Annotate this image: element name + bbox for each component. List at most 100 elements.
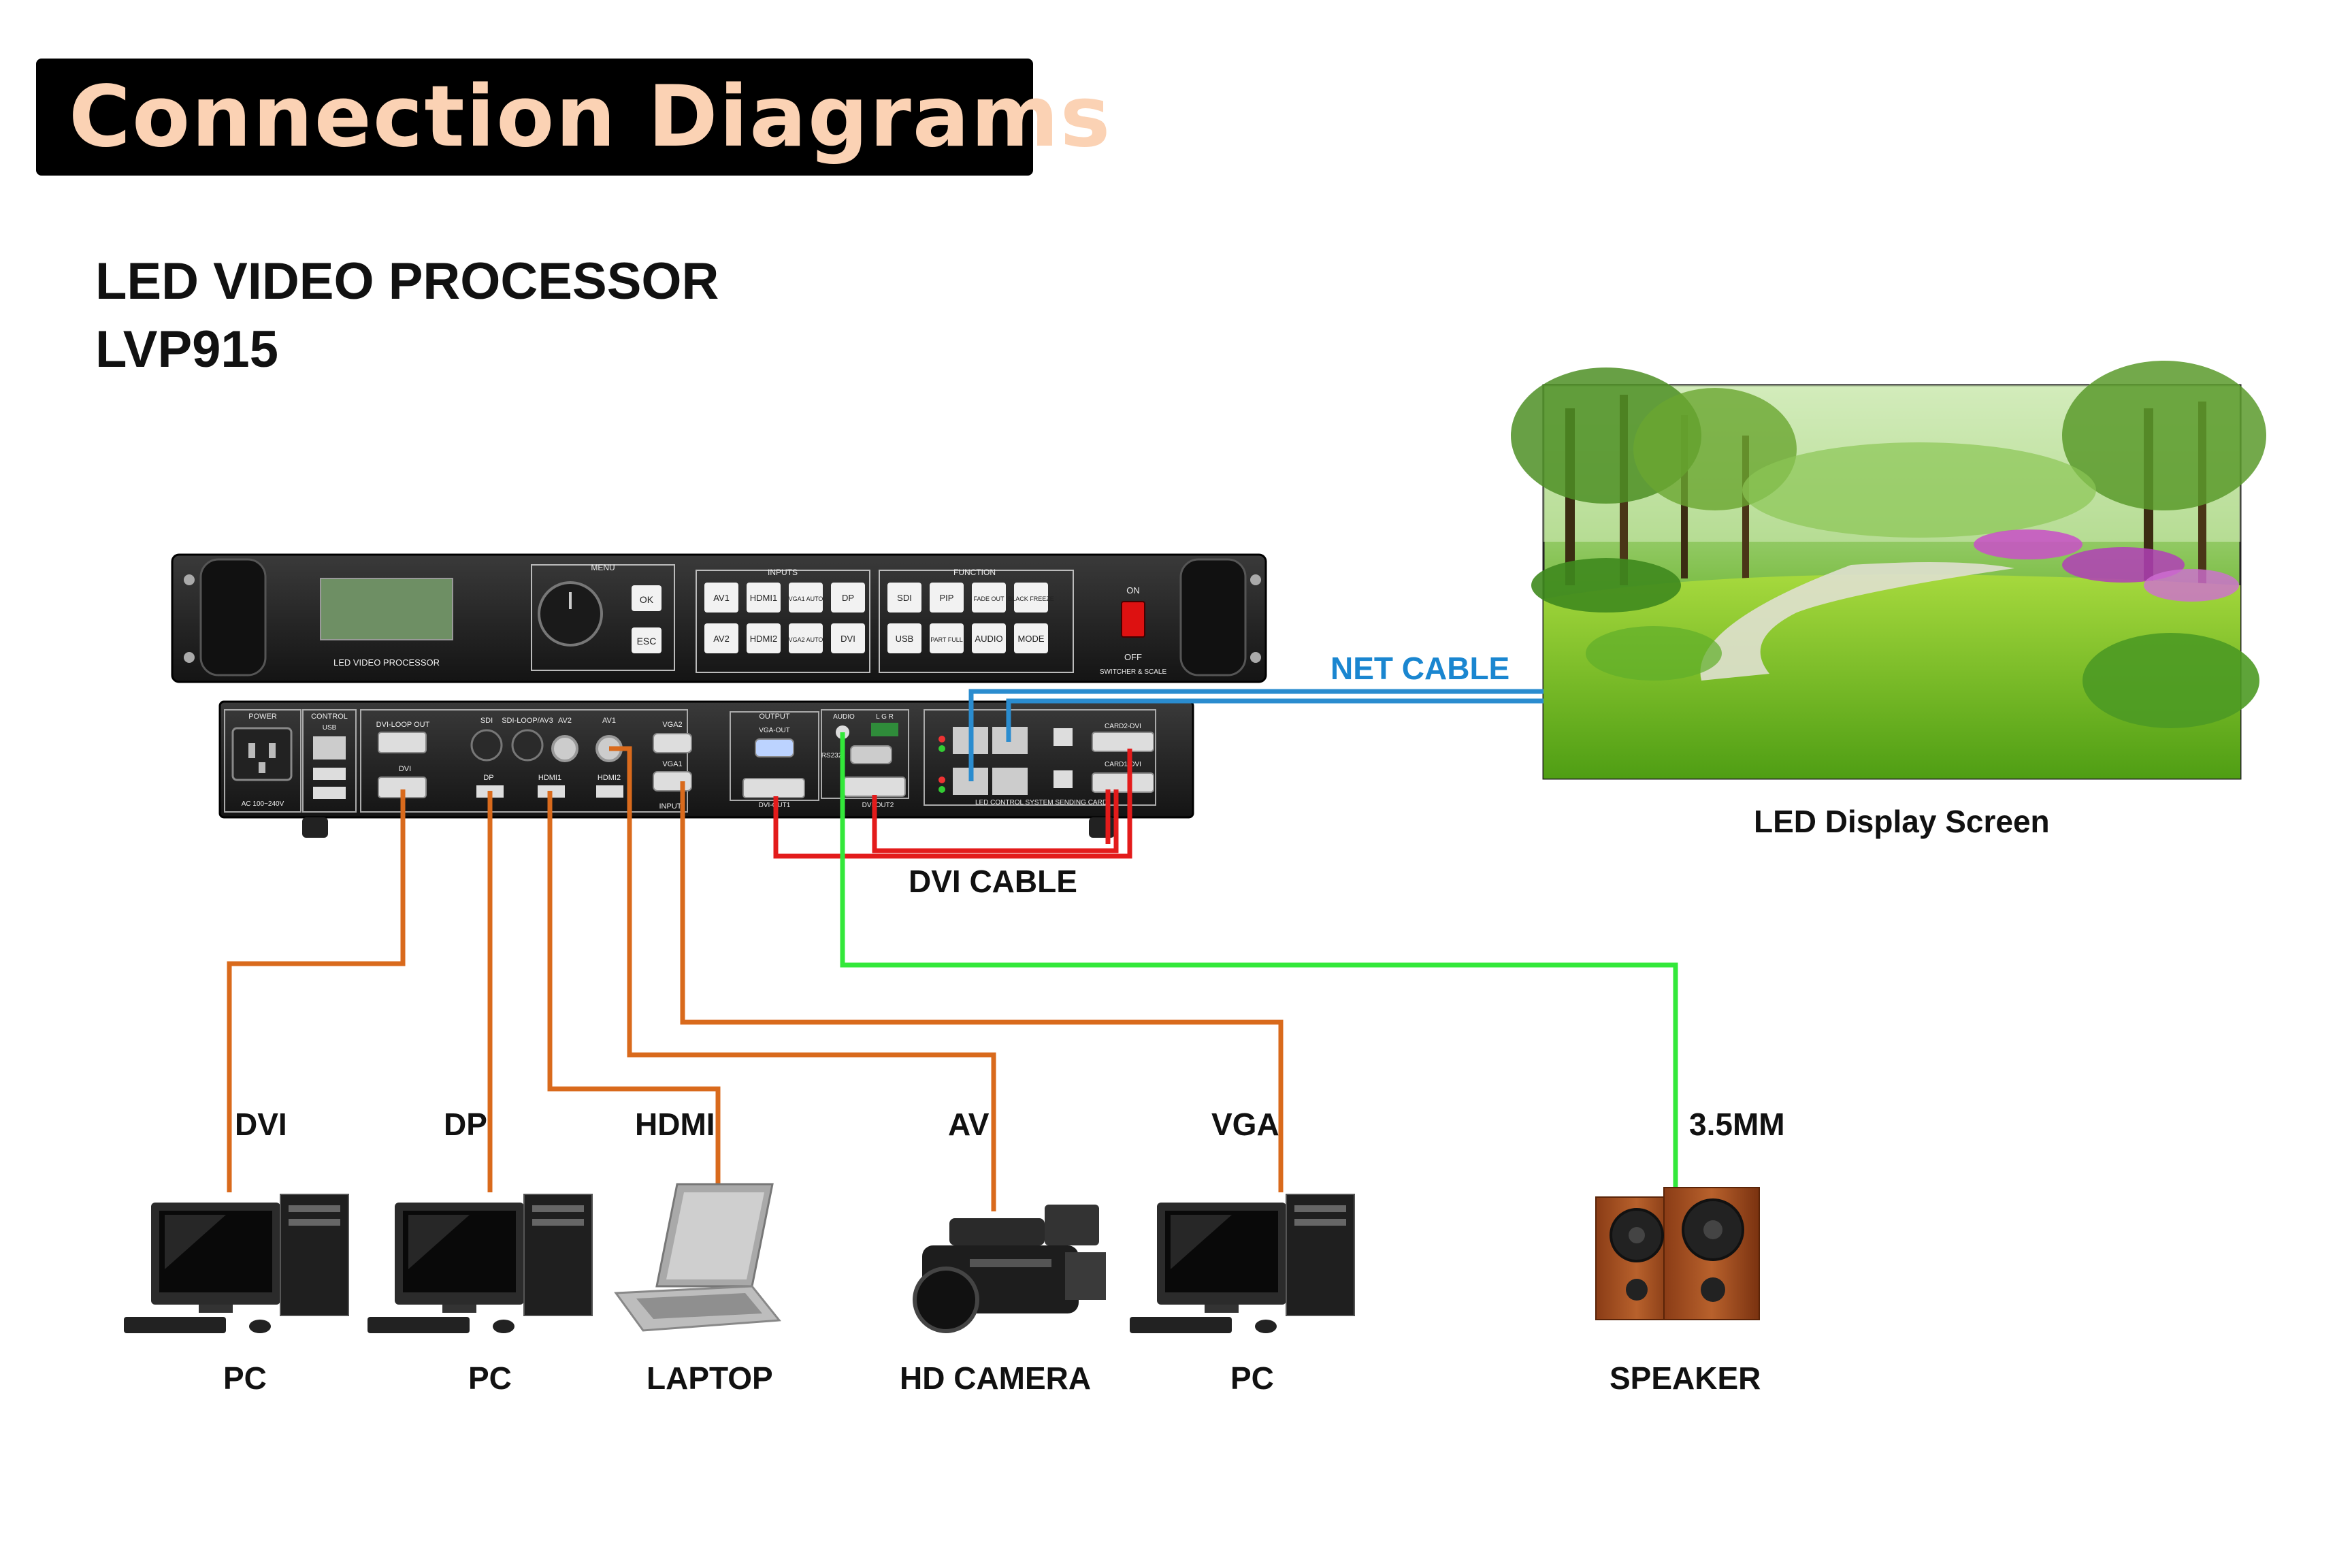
input-key-label: HDMI2 [750,634,777,644]
function-label: FUNCTION [953,568,996,577]
off-label: OFF [1124,652,1142,662]
input-key [747,583,781,612]
lcd-label: LED VIDEO PROCESSOR [333,657,440,668]
function-key-label: PIP [940,593,954,603]
dvi-cable-label: DVI CABLE [909,864,1077,899]
input-key [831,623,865,653]
function-keys: SDI PIP FADE OUT BLACK FREEZE USB PART FULL AU… [887,583,1054,653]
function-key [887,583,921,612]
menu-label: MENU [591,563,615,572]
port-label-vga2: VGA2 [662,721,682,729]
port-label-dvi: DVI [399,765,411,773]
function-key [972,623,1006,653]
input-key [704,623,738,653]
rear-panel: POWER AC 100~240V CONTROL USB DVI-LOOP O… [218,700,1194,838]
dvi-cable-2 [872,789,1119,853]
function-key-label: PART FULL [930,636,963,643]
connector-label-vga: VGA [1211,1107,1279,1142]
audio-label: AUDIO [833,713,855,721]
port-label-input: INPUT [659,802,682,811]
net-cable [968,689,1544,781]
net-cable-label: NET CABLE [1330,651,1510,686]
port-label-sdi: SDI [480,717,493,725]
device-label-pc-2: PC [468,1360,512,1396]
title-banner: Connection Diagrams [36,59,1110,176]
dvi-out2-label: DVI-OUT2 [862,802,894,809]
port-label-av2: AV2 [558,717,572,725]
rs232-label: RS232 [821,752,843,760]
product-name: LED VIDEO PROCESSOR [95,252,719,310]
function-key-label: BLACK FREEZE [1008,595,1054,602]
connector-label-dp: DP [444,1107,487,1142]
input-key [789,623,823,653]
diagram-title: Connection Diagrams [69,68,1112,166]
device-label-pc-3: PC [1230,1360,1274,1396]
port-label-hdmi1: HDMI1 [538,774,561,782]
function-key [930,583,964,612]
input-key-label: HDMI1 [750,593,777,603]
connector-label-dvi: DVI [235,1107,287,1142]
ok-key: OK [640,594,654,605]
function-key [887,623,921,653]
input-key-label: VGA1 AUTO [789,595,823,602]
function-key-label: MODE [1018,634,1045,644]
switcher-label: SWITCHER & SCALE [1100,668,1167,676]
esc-key: ESC [637,636,657,647]
vga-out-label: VGA-OUT [759,727,790,734]
power-label: POWER [248,713,277,721]
function-key-label: FADE OUT [973,595,1004,602]
device-label-laptop: LAPTOP [647,1360,773,1396]
function-key-label: SDI [897,593,912,603]
pc-icon [124,1194,349,1333]
port-label-sdi-loop: SDI-LOOP/AV3 [502,717,553,725]
port-label-hdmi2: HDMI2 [598,774,621,782]
function-key [1014,583,1048,612]
ac-label: AC 100~240V [242,800,284,808]
input-key [831,583,865,612]
av-input-cable [609,746,996,1211]
laptop-icon [614,1183,781,1332]
input-key [789,583,823,612]
function-key-label: USB [896,634,914,644]
sending-card-label: LED CONTROL SYSTEM SENDING CARD [975,799,1107,806]
lgr-label: L G R [876,713,894,721]
inputs-label: INPUTS [768,568,798,577]
on-label: ON [1126,585,1140,595]
usb-label: USB [323,724,337,732]
device-label-hd-camera: HD CAMERA [900,1360,1092,1396]
audio-cable [840,732,1678,1192]
input-key [704,583,738,612]
card1-label: CARD1-DVI [1105,761,1141,768]
input-key-label: AV1 [713,593,730,603]
function-key-label: AUDIO [975,634,1002,644]
card2-label: CARD2-DVI [1105,723,1141,730]
front-panel: LED VIDEO PROCESSOR MENU OK ESC INPUTS A… [171,553,1267,683]
device-label-pc-1: PC [223,1360,267,1396]
pc-icon [1130,1194,1355,1333]
pc-icon [368,1194,593,1333]
connector-label-3-5mm: 3.5MM [1689,1107,1785,1142]
hdmi-input-cable [547,791,721,1192]
dvi-input-cable [227,789,406,1192]
cables [227,689,1678,1211]
product-model: LVP915 [95,321,278,378]
input-key-label: VGA2 AUTO [789,636,823,643]
vga-input-cable [680,781,1284,1192]
port-label-av1: AV1 [602,717,616,725]
device-label-speaker: SPEAKER [1610,1360,1761,1396]
port-label-vga1: VGA1 [662,760,682,768]
net-cable-2 [1006,698,1544,742]
input-key [747,623,781,653]
port-label-dp: DP [483,774,493,782]
output-label: OUTPUT [759,713,790,721]
function-key [1014,623,1048,653]
control-label: CONTROL [311,713,348,721]
function-key [930,623,964,653]
hd-camera-icon [913,1205,1106,1333]
input-key-label: AV2 [713,634,730,644]
input-key-label: DVI [840,634,855,644]
function-key [972,583,1006,612]
speaker-icon [1595,1187,1760,1320]
